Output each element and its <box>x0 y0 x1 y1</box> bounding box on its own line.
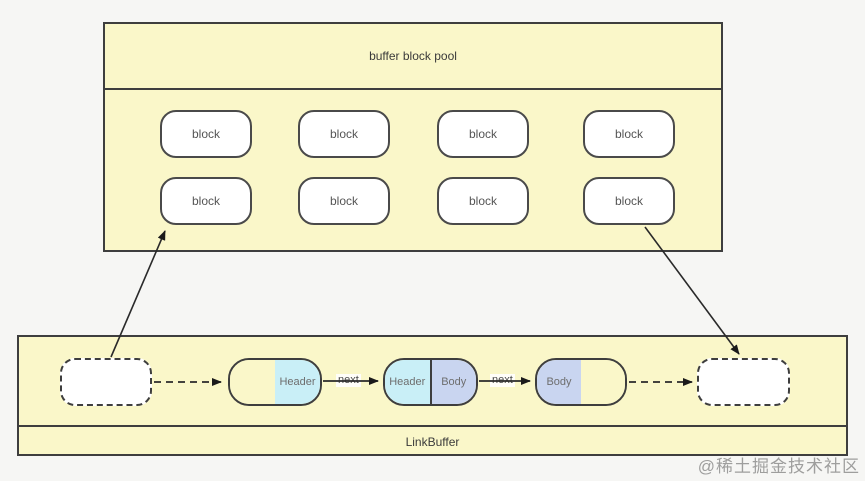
pool-block-1: block <box>160 110 252 158</box>
header-body-node: Header Body <box>383 358 478 406</box>
linkbuffer-title: LinkBuffer <box>405 434 460 449</box>
body-node-label: Body <box>537 360 581 404</box>
pool-block-2: block <box>298 110 390 158</box>
buffer-block-pool-box: buffer block pool block block block bloc… <box>103 22 723 252</box>
next-edge-label-2: next <box>490 374 515 387</box>
pool-block-7: block <box>437 177 529 225</box>
body-node: Body <box>535 358 627 406</box>
pool-block-6: block <box>298 177 390 225</box>
tail-placeholder-node <box>697 358 790 406</box>
next-edge-label-1: next <box>336 374 361 387</box>
head-placeholder-node <box>60 358 152 406</box>
watermark: @稀土掘金技术社区 <box>697 457 860 476</box>
linkbuffer-node-area <box>19 337 846 427</box>
header-node-label: Header <box>275 360 320 404</box>
header-body-node-header-label: Header <box>385 360 432 404</box>
pool-block-8: block <box>583 177 675 225</box>
header-node: Header <box>228 358 322 406</box>
pool-block-3: block <box>437 110 529 158</box>
pool-block-4: block <box>583 110 675 158</box>
pool-title: buffer block pool <box>105 24 721 90</box>
header-body-node-body-label: Body <box>431 360 476 404</box>
header-node-empty-part <box>230 360 275 404</box>
pool-block-5: block <box>160 177 252 225</box>
body-node-empty-part <box>581 360 625 404</box>
